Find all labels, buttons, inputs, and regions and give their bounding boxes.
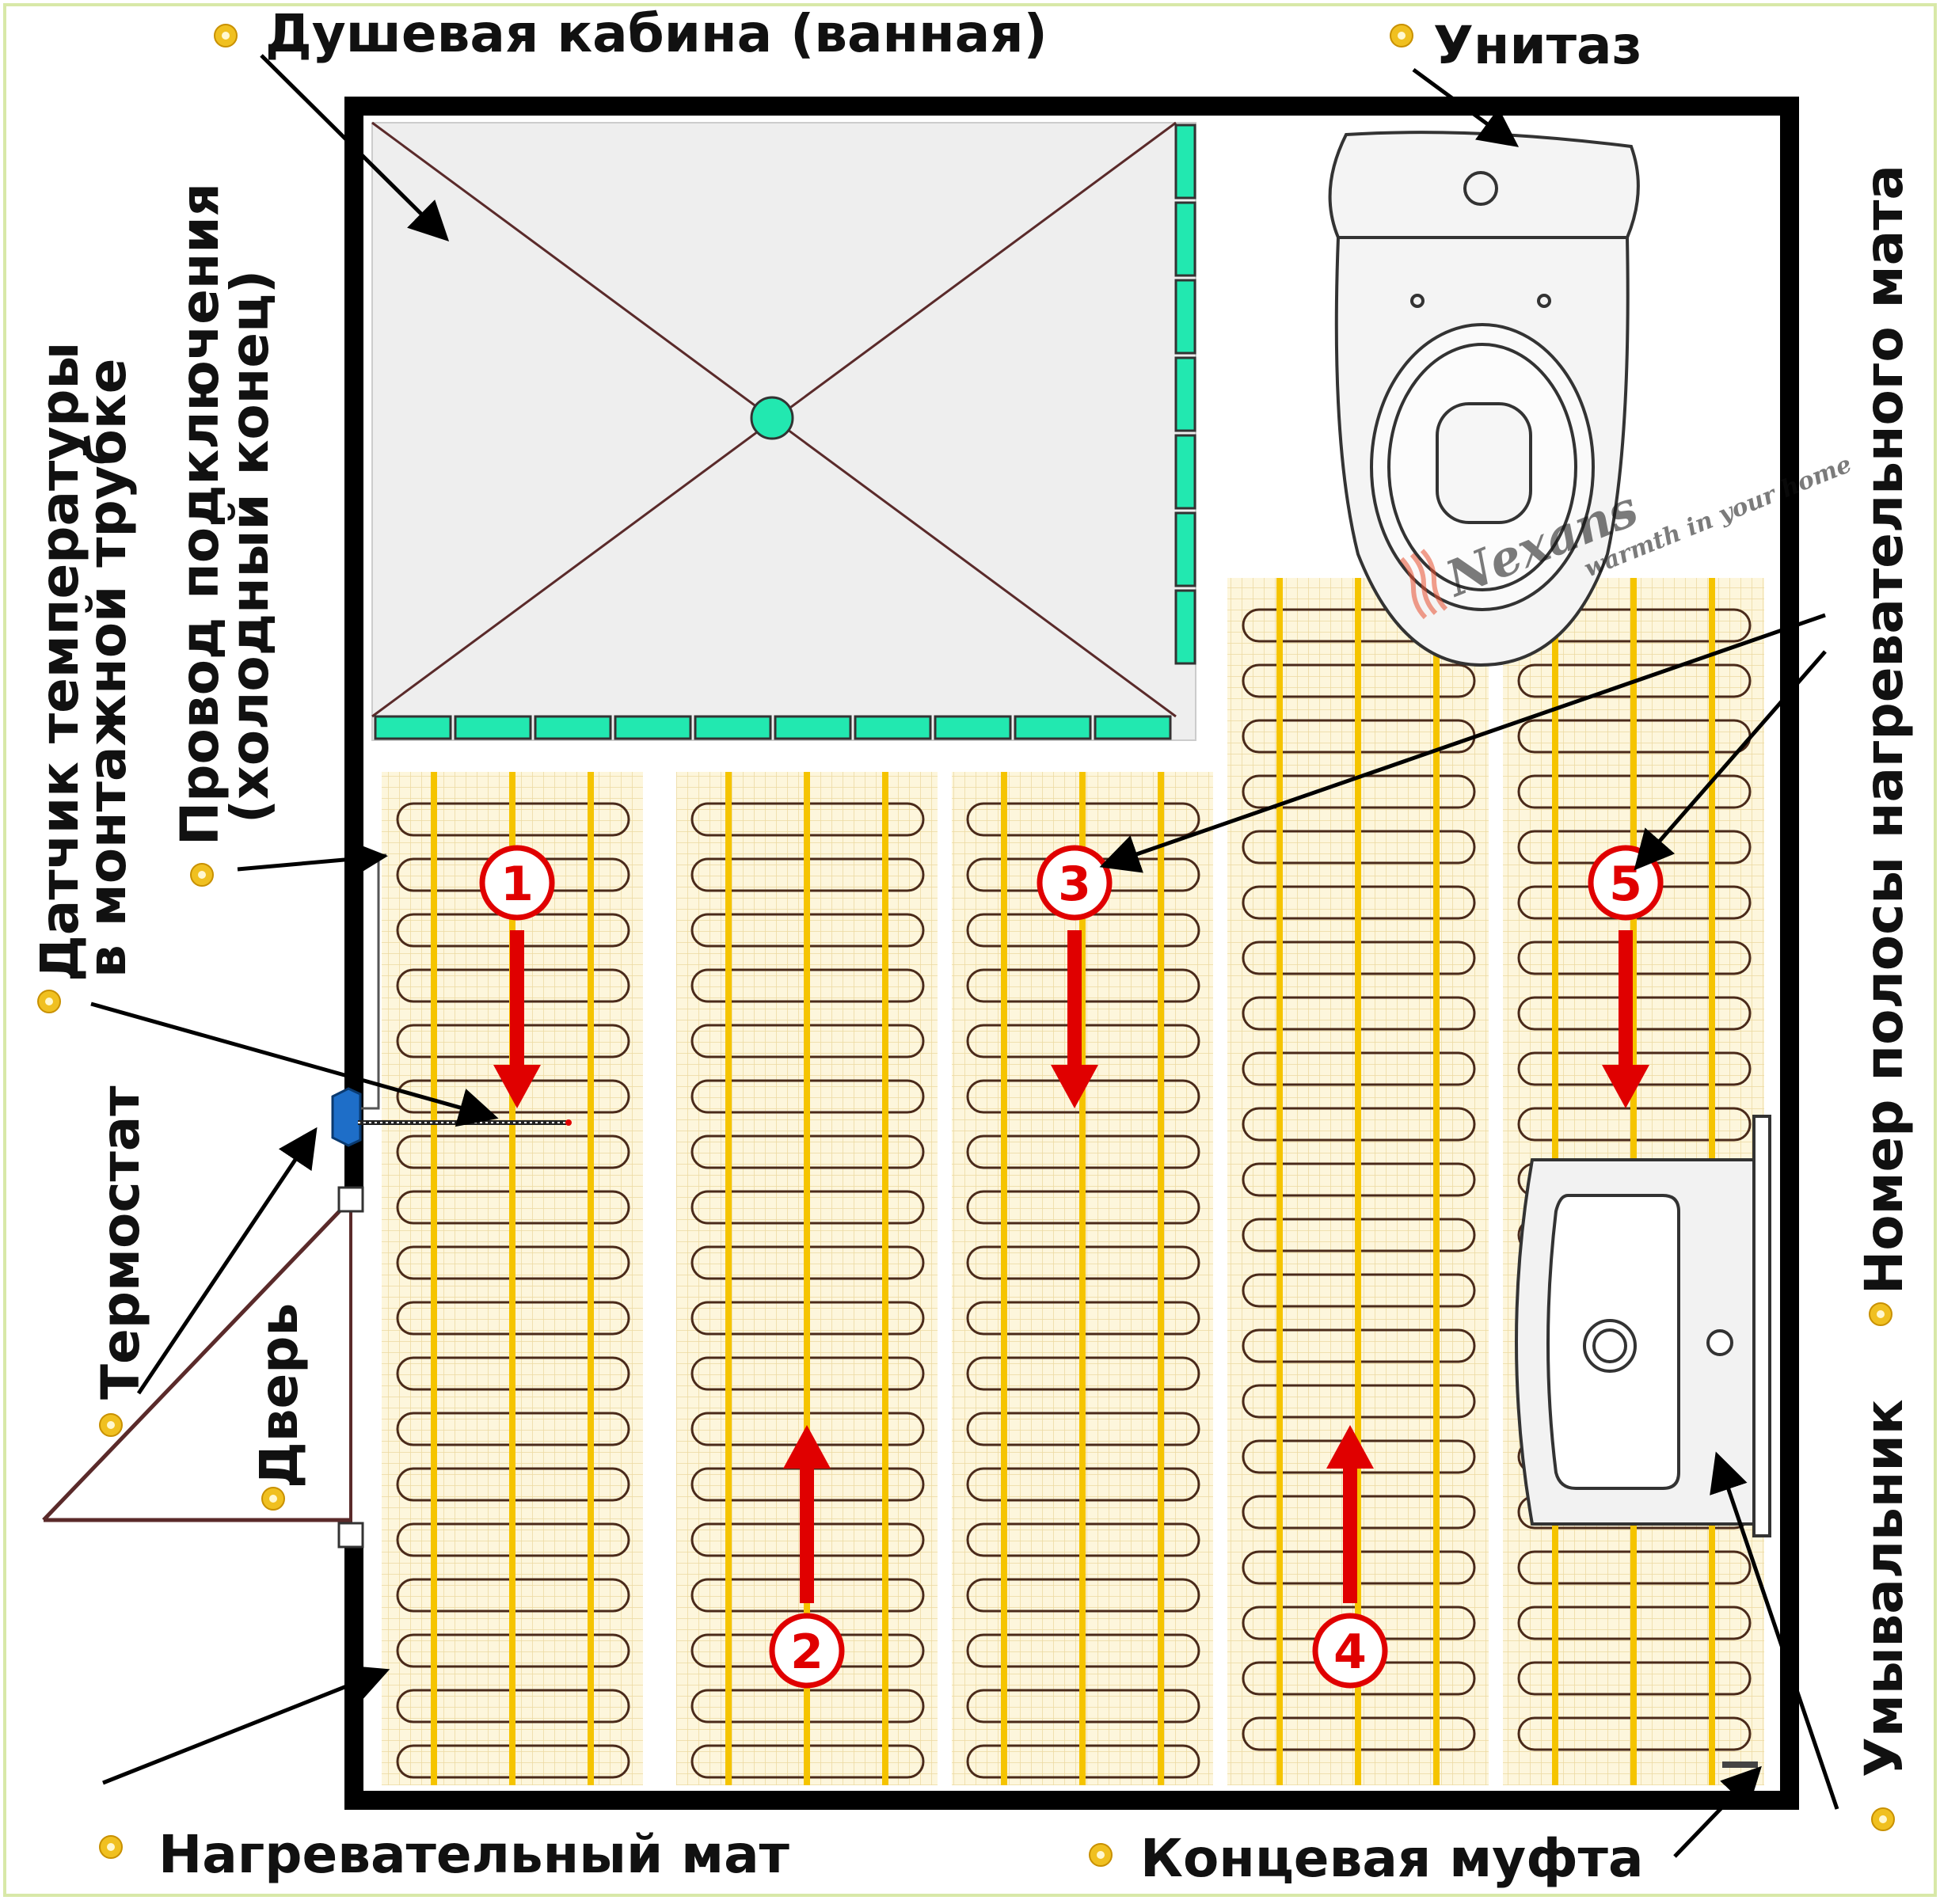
label-bullet bbox=[190, 863, 214, 887]
strip-number: 4 bbox=[1333, 1625, 1367, 1680]
strip-number-circle bbox=[769, 1613, 845, 1689]
label-bullet bbox=[1390, 24, 1413, 48]
heating-cable-loops bbox=[690, 802, 925, 1779]
shower-tile bbox=[1014, 715, 1092, 740]
label-bullet bbox=[99, 1835, 123, 1859]
shower-tile bbox=[1174, 434, 1196, 510]
strip-number: 3 bbox=[1058, 857, 1091, 912]
shower-tile bbox=[934, 715, 1012, 740]
shower-tile bbox=[1174, 589, 1196, 665]
label-bullet bbox=[1089, 1843, 1113, 1867]
sink bbox=[1515, 1115, 1771, 1537]
strip-number-circle bbox=[1037, 845, 1113, 921]
label-bullet bbox=[37, 990, 61, 1013]
heating-mat-strip bbox=[382, 772, 643, 1785]
labels: Душевая кабина (ванная) Унитаз Провод по… bbox=[29, 3, 1915, 1889]
label-bullet bbox=[214, 24, 238, 48]
shower-tile bbox=[614, 715, 692, 740]
temperature-sensor-tube bbox=[358, 1119, 572, 1126]
strip-number: 2 bbox=[790, 1625, 824, 1680]
strip-marker-3: 3 bbox=[1037, 845, 1113, 1108]
end-sleeve bbox=[1722, 1761, 1758, 1768]
label-shower: Душевая кабина (ванная) bbox=[265, 3, 1048, 64]
label-end-sleeve: Концевая муфта bbox=[1140, 1828, 1643, 1889]
shower-drain bbox=[750, 396, 794, 440]
strip-number: 5 bbox=[1609, 857, 1642, 912]
strip-marker-1: 1 bbox=[479, 845, 555, 1108]
label-cold-lead-note: (холодный конец) bbox=[219, 270, 280, 823]
label-sink: Умывальник bbox=[1854, 1399, 1915, 1777]
label-door: Дверь bbox=[249, 1303, 310, 1488]
shower-tile bbox=[1174, 279, 1196, 355]
shower-tile bbox=[1094, 715, 1172, 740]
strip-number-circle bbox=[1312, 1613, 1388, 1689]
label-bullet bbox=[261, 1487, 285, 1511]
label-sensor-note: в монтажной трубке bbox=[77, 359, 138, 978]
shower-tile bbox=[854, 715, 932, 740]
strip-marker-4: 4 bbox=[1312, 1425, 1388, 1689]
door bbox=[42, 1186, 366, 1549]
shower-tile bbox=[454, 715, 532, 740]
shower-tile bbox=[374, 715, 452, 740]
label-bullets bbox=[37, 24, 1895, 1867]
shower-tile bbox=[774, 715, 852, 740]
shower-tile bbox=[1174, 201, 1196, 277]
strip-number-markers: 1 2 3 4 5 bbox=[479, 845, 1664, 1689]
label-bullet bbox=[1869, 1302, 1892, 1326]
shower-cabin bbox=[371, 121, 1196, 741]
shower-tile-border bbox=[374, 124, 1196, 740]
room-walls bbox=[344, 97, 1799, 1810]
label-thermostat: Термостат bbox=[90, 1086, 151, 1400]
strip-number-circle bbox=[479, 845, 555, 921]
label-bullet bbox=[99, 1413, 123, 1437]
page-frame bbox=[3, 3, 1937, 1897]
strip-number: 1 bbox=[500, 857, 534, 912]
label-toilet: Унитаз bbox=[1433, 15, 1642, 76]
direction-arrow-head bbox=[1602, 1065, 1649, 1108]
direction-arrow-head bbox=[783, 1425, 831, 1469]
shower-tile bbox=[1174, 124, 1196, 200]
label-cold-lead: Провод подключения bbox=[169, 183, 230, 846]
strip-marker-2: 2 bbox=[769, 1425, 845, 1689]
label-strip-number: Номер полосы нагревательного мата bbox=[1854, 165, 1915, 1294]
heating-cable-loops bbox=[966, 802, 1200, 1779]
direction-arrow-head bbox=[1326, 1425, 1374, 1469]
leader-lines bbox=[90, 54, 1839, 1858]
shower-tile bbox=[694, 715, 772, 740]
label-heating-mat: Нагревательный мат bbox=[158, 1824, 789, 1885]
direction-arrow-head bbox=[1051, 1065, 1098, 1108]
heating-mat-strip bbox=[1227, 578, 1489, 1785]
shower-tile bbox=[534, 715, 612, 740]
direction-arrow-head bbox=[493, 1065, 541, 1108]
shower-tile bbox=[1174, 511, 1196, 587]
label-sensor: Датчик температуры bbox=[29, 342, 90, 982]
heating-cable-loops bbox=[396, 802, 630, 1779]
toilet bbox=[1328, 131, 1640, 667]
label-bullet bbox=[1871, 1807, 1895, 1831]
shower-tile bbox=[1174, 356, 1196, 432]
thermostat bbox=[331, 1087, 362, 1147]
heating-mat-strip bbox=[952, 772, 1213, 1785]
